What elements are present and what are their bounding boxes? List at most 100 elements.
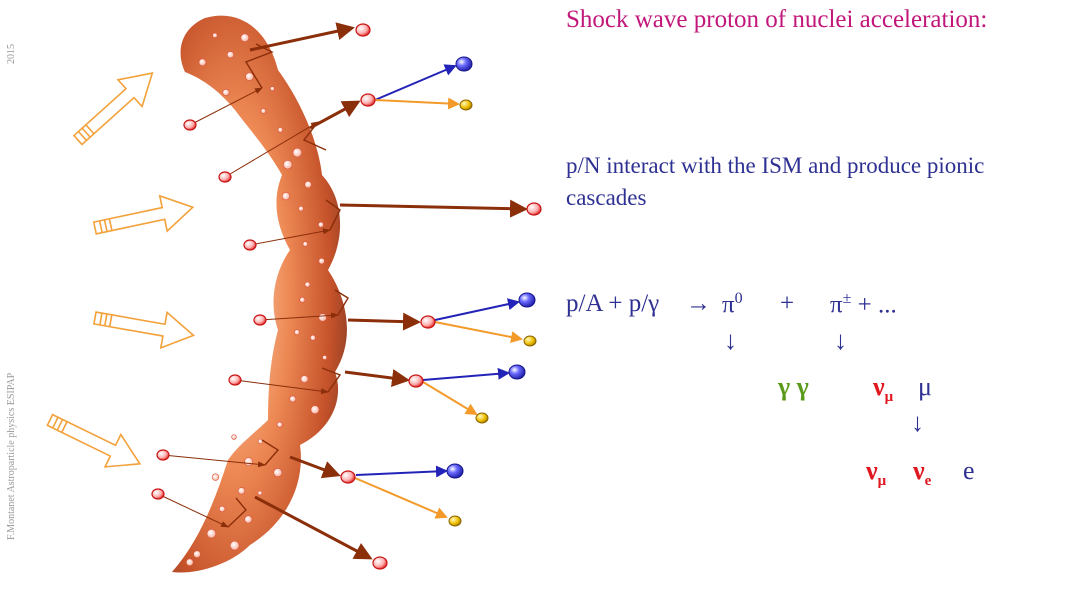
shock-wave-diagram: [0, 0, 560, 589]
proton: [254, 315, 266, 325]
equation-plus: +: [780, 290, 794, 318]
incoming-arrows: [42, 60, 196, 480]
proton-track-out: [345, 372, 407, 380]
shell-particle: [258, 491, 262, 495]
slide-title: Shock wave proton of nuclei acceleration…: [566, 6, 987, 34]
shell-particle: [207, 529, 216, 538]
proton-track-out: [255, 497, 370, 558]
proton: [421, 316, 435, 328]
shell-particle: [230, 541, 239, 550]
shell-particle: [245, 516, 252, 523]
proton-track-out: [310, 102, 358, 128]
proton-track-out: [250, 28, 352, 50]
shell-particle: [232, 435, 237, 440]
lepton-track: [423, 382, 476, 414]
shell-particle: [186, 559, 193, 566]
lepton-track: [435, 322, 521, 339]
lepton: [476, 413, 488, 423]
decay-arrow-muon: ↓: [911, 408, 924, 438]
proton-track-out: [340, 205, 525, 209]
pion: [519, 293, 535, 307]
pion-track: [375, 66, 455, 100]
shell-particle: [277, 422, 282, 427]
proton: [361, 94, 375, 106]
muon: μ: [918, 372, 932, 402]
muon-neutrino: νμ: [873, 372, 893, 406]
lepton: [460, 100, 472, 110]
proton-track-out: [348, 320, 418, 322]
proton: [152, 489, 164, 499]
electron-neutrino: νe: [913, 456, 931, 490]
pion-track: [423, 373, 508, 380]
proton: [356, 24, 370, 36]
shell-particle: [270, 87, 274, 91]
shell-particle: [300, 297, 305, 302]
shell-particle: [212, 474, 219, 481]
proton: [229, 375, 241, 385]
shell-particle: [305, 282, 310, 287]
proton: [184, 120, 196, 130]
lepton-track: [375, 100, 458, 104]
shell-particle: [244, 457, 252, 465]
pion-track: [356, 471, 446, 475]
shell-particle: [223, 89, 229, 95]
proton: [157, 450, 169, 460]
lepton: [449, 516, 461, 526]
description: p/N interact with the ISM and produce pi…: [566, 150, 1066, 214]
equation-lhs: p/A + p/γ: [566, 290, 659, 318]
proton: [373, 557, 387, 569]
decay-arrow-pipm: ↓: [834, 326, 847, 356]
shell-particle: [310, 335, 315, 340]
leptons: [449, 100, 536, 526]
shell-particle: [294, 330, 299, 335]
shell-particle: [199, 59, 206, 66]
shell-particle: [227, 51, 234, 58]
shell-particle: [274, 468, 282, 476]
shell-particle: [238, 487, 245, 494]
pion: [447, 464, 463, 478]
shell-particle: [301, 375, 308, 382]
incoming-arrow: [66, 60, 164, 154]
proton: [409, 375, 423, 387]
pi-charged: π± + ...: [830, 290, 897, 319]
equation-arrow: →: [686, 290, 711, 318]
incoming-arrow: [92, 300, 197, 353]
shell-particle: [246, 73, 254, 81]
gamma-pair: γ γ: [778, 372, 809, 402]
side-year: 2015: [6, 44, 17, 64]
proton: [341, 471, 355, 483]
shell-particle: [293, 148, 302, 157]
pion: [456, 57, 472, 71]
shell-particle: [305, 181, 312, 188]
pion-track: [435, 302, 518, 320]
shell-particle: [311, 406, 319, 414]
pi-zero: π0: [722, 290, 743, 319]
shell-particle: [219, 506, 225, 512]
lepton: [524, 336, 536, 346]
pions: [447, 57, 535, 478]
shell-particle: [258, 439, 263, 444]
shell-particle: [282, 192, 289, 199]
pion-tracks: [356, 66, 518, 475]
shell-particle: [319, 258, 325, 264]
shell-particle: [194, 551, 201, 558]
side-author: F.Montanet Astroparticle physics ESIPAP: [6, 373, 17, 540]
proton: [527, 203, 541, 215]
incoming-arrow: [91, 190, 196, 246]
shell-particle: [318, 222, 323, 227]
shell-particle: [319, 314, 327, 322]
decay-arrow-pi0: ↓: [724, 326, 737, 356]
shell-particle: [299, 206, 304, 211]
shock-wave-shell: [172, 16, 347, 573]
shell-particle: [261, 109, 266, 114]
proton: [244, 240, 256, 250]
pion: [509, 365, 525, 379]
shell-particle: [323, 355, 327, 359]
shell-particle: [283, 160, 292, 169]
muon-neutrino-2: νμ: [866, 456, 886, 490]
lepton-track: [355, 478, 446, 517]
shell-particle: [303, 242, 308, 247]
shell-particle: [290, 396, 296, 402]
shell-particle: [241, 34, 249, 42]
shell-particle: [213, 33, 218, 38]
